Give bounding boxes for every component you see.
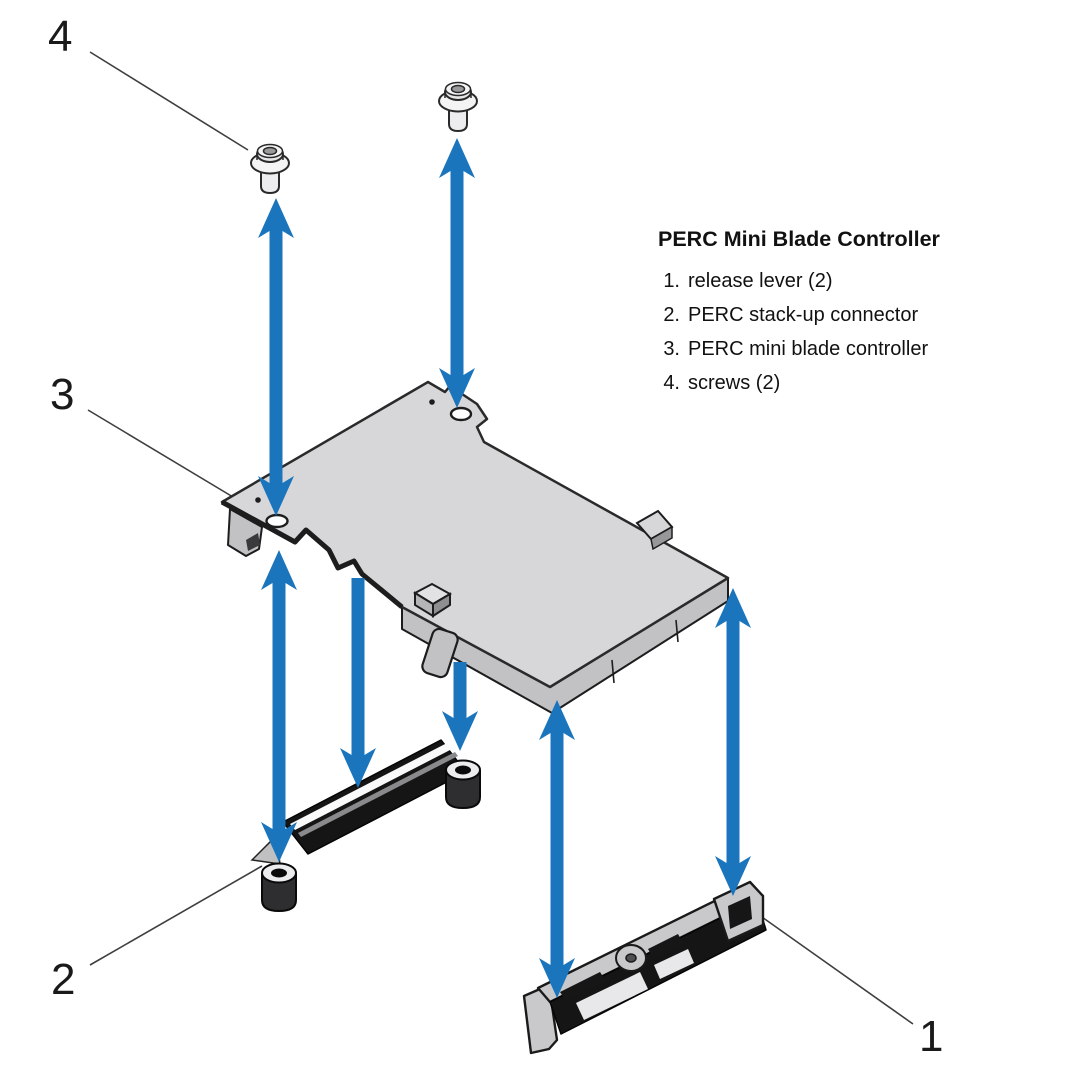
legend-item-label: PERC mini blade controller: [688, 337, 929, 360]
callout-number-4: 4: [48, 12, 73, 61]
legend-item-1: 1. release lever (2): [658, 264, 998, 298]
lever-end-post-right: [712, 880, 765, 943]
motion-arrows: [258, 138, 751, 998]
legend: PERC Mini Blade Controller 1. release le…: [658, 226, 998, 400]
lever-guide-hole: [625, 953, 637, 963]
callout-line-2: [89, 865, 263, 966]
legend-item-3: 3. PERC mini blade controller: [658, 332, 998, 366]
board-component-block: [412, 582, 453, 618]
board-lower-edge: [220, 499, 404, 609]
callout-number-3: 3: [50, 370, 75, 419]
legend-item-number: 3.: [663, 337, 680, 360]
board-screw-hole-right: [449, 406, 473, 422]
callout-number-2: 2: [51, 955, 76, 1004]
legend-item-number: 4.: [663, 371, 680, 394]
board-hanging-clip: [421, 627, 459, 679]
board-screw-hole-left: [265, 513, 289, 529]
screw-right: [438, 81, 478, 132]
legend-title: PERC Mini Blade Controller: [658, 227, 940, 251]
lever-cutout-2: [654, 949, 694, 979]
down-arrow-connector-mid-icon: [340, 578, 376, 788]
callout-number-1: 1: [919, 1012, 944, 1061]
board-left-latch-step: [246, 533, 260, 551]
double-arrow-screw-right-icon: [439, 138, 475, 408]
double-arrow-board-to-lever-left-icon: [539, 700, 575, 998]
legend-item-label: PERC stack-up connector: [688, 303, 919, 326]
legend-item-4: 4. screws (2): [658, 366, 998, 400]
board-pin-dot-left: [255, 497, 261, 503]
down-arrow-connector-right-icon: [442, 662, 478, 751]
callout-line-4: [89, 51, 249, 151]
legend-item-2: 2. PERC stack-up connector: [658, 298, 998, 332]
double-arrow-board-to-connector-icon: [261, 550, 297, 862]
legend-item-number: 2.: [663, 303, 680, 326]
lever-notch-dark-1: [560, 972, 606, 1001]
connector-standoff-left: [261, 862, 297, 913]
board-front-seam-1: [611, 659, 615, 684]
double-arrow-board-to-lever-right-icon: [715, 588, 751, 896]
board-front-seam-2: [675, 619, 679, 643]
screw-left: [250, 143, 290, 194]
stack-up-connector: [250, 739, 481, 913]
callout-lines: [87, 51, 914, 1025]
callout-line-3: [87, 409, 234, 498]
legend-list: 1. release lever (2) 2. PERC stack-up co…: [658, 264, 998, 400]
board-pin-dot-right: [429, 399, 435, 405]
controller-board: [220, 380, 730, 714]
board-edge-clip-right: [635, 509, 674, 551]
connector-slot-highlight: [290, 743, 452, 830]
legend-item-label: screws (2): [688, 371, 781, 394]
legend-item-label: release lever (2): [688, 269, 833, 292]
double-arrow-screw-left-icon: [258, 198, 294, 516]
legend-item-number: 1.: [663, 269, 680, 292]
release-lever: [522, 880, 767, 1055]
callout-line-1: [751, 909, 914, 1025]
connector-standoff-right: [445, 759, 481, 810]
connector-slot-shadow: [298, 752, 458, 837]
lever-cutout-1: [576, 972, 648, 1020]
lever-notch-dark-2: [648, 934, 683, 958]
